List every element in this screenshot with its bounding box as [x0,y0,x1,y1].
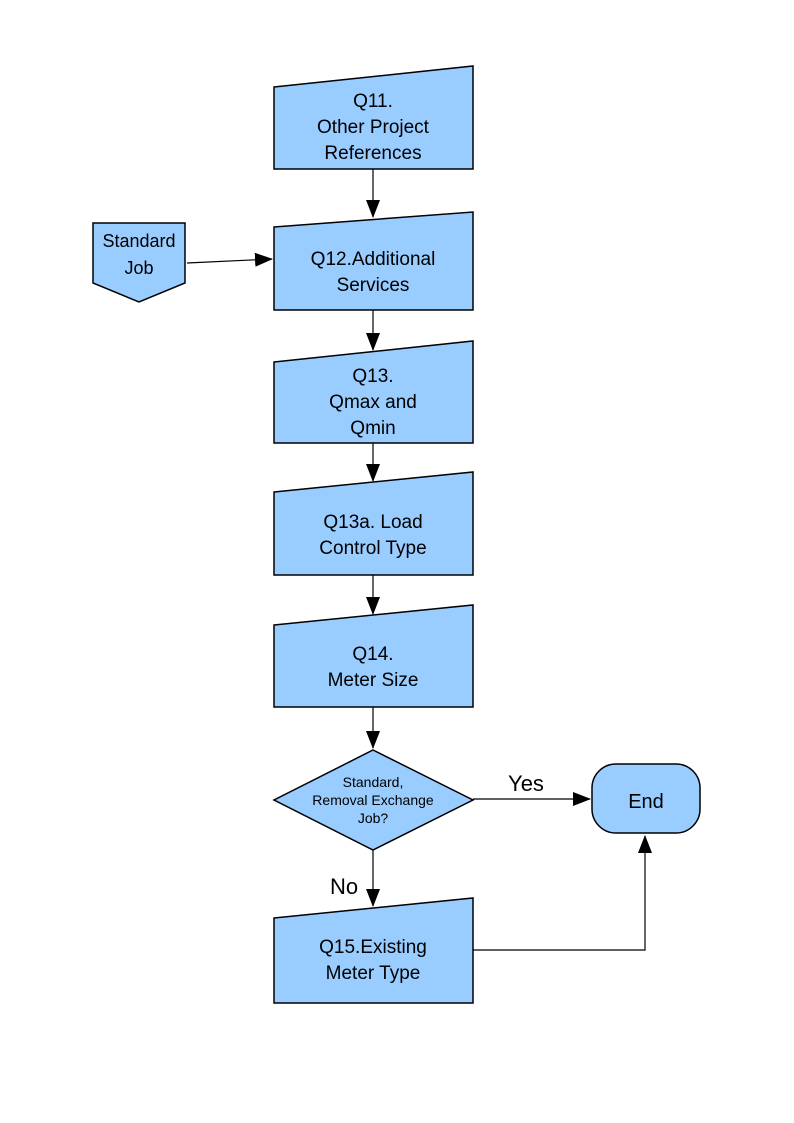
q11-label-line1: Q11. [353,91,393,112]
decision-label-line1: Standard, [343,774,404,790]
edge-label-no: No [330,874,358,899]
node-standard-job: Standard Job [92,222,186,303]
q13-label-line3: Qmin [350,418,395,439]
q14-manual-input-shape [273,604,474,708]
standard-job-banner-shape [92,222,186,303]
q12-label-line2: Services [337,275,410,296]
standard-job-label-line2: Job [124,258,153,278]
q12-manual-input-shape [273,211,474,311]
q13a-manual-input-shape [273,471,474,576]
end-terminator-shape [591,763,701,834]
node-q12: Q12.Additional Services [273,211,474,311]
q13a-label-line2: Control Type [319,538,426,559]
decision-label-line2: Removal Exchange [312,792,434,808]
q15-label-line2: Meter Type [326,963,421,984]
node-q13: Q13. Qmax and Qmin [273,340,474,444]
node-end: End [591,763,701,834]
q13-label-line2: Qmax and [329,392,417,413]
node-q14: Q14. Meter Size [273,604,474,708]
end-label: End [628,791,664,813]
q13-manual-input-shape [273,340,474,444]
q14-label-line2: Meter Size [328,670,419,691]
q14-label-line1: Q14. [352,644,393,665]
q15-label-line1: Q15.Existing [319,937,427,958]
edge-label-yes: Yes [508,771,544,796]
standard-job-label-line1: Standard [102,231,175,251]
connectors [186,169,652,951]
node-decision: Standard, Removal Exchange Job? [272,749,475,851]
q11-manual-input-shape [273,65,474,170]
arrow-q15-to-end [473,835,652,951]
decision-label-line3: Job? [358,810,389,826]
node-q11: Q11. Other Project References [273,65,474,170]
decision-diamond-shape [272,749,475,851]
node-q13a: Q13a. Load Control Type [273,471,474,576]
q13a-label-line1: Q13a. Load [323,512,422,533]
q13-label-line1: Q13. [352,366,393,387]
q11-label-line3: References [324,143,421,164]
arrow-standard-job-to-q12 [186,252,273,267]
q15-manual-input-shape [273,897,474,1004]
node-q15: Q15.Existing Meter Type [273,897,474,1004]
q11-label-line2: Other Project [317,117,430,138]
q12-label-line1: Q12.Additional [311,249,436,270]
